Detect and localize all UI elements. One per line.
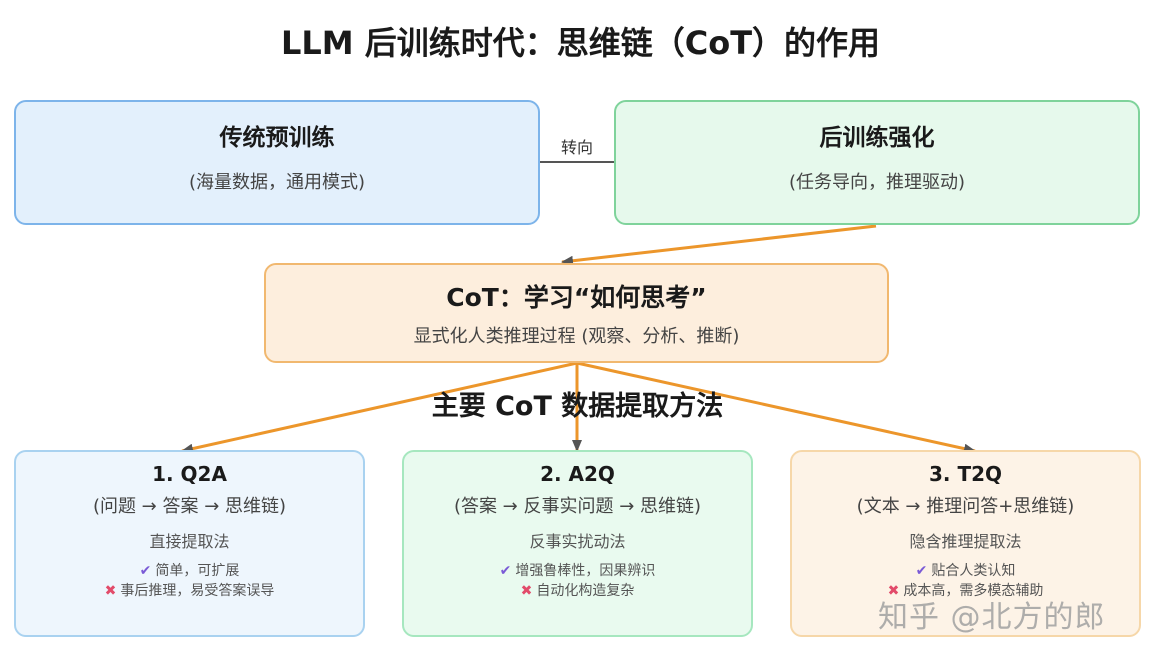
posttrain-box: 后训练强化 (任务导向，推理驱动) xyxy=(614,100,1140,225)
method-con-text: 成本高，需多模态辅助 xyxy=(903,583,1044,599)
pretrain-title: 传统预训练 xyxy=(219,125,335,151)
method-title: 2. A2Q xyxy=(540,462,615,486)
cross-icon: ✖ xyxy=(887,583,900,599)
watermark: 知乎 @北方的郎 xyxy=(878,600,1106,635)
posttrain-title: 后训练强化 xyxy=(819,125,935,151)
pretrain-box: 传统预训练 (海量数据，通用模式) xyxy=(14,100,540,225)
method-pro: ✔增强鲁棒性，因果辨识 xyxy=(404,561,751,581)
arrow-cot-to-t2q xyxy=(576,361,976,454)
arrow-cot-to-q2a xyxy=(181,361,578,454)
transition-label: 转向 xyxy=(560,138,593,157)
cot-subtitle: 显式化人类推理过程 (观察、分析、推断) xyxy=(413,326,740,347)
check-icon: ✔ xyxy=(139,563,152,579)
method-card-a2q: 2. A2Q (答案 → 反事实问题 → 思维链) 反事实扰动法 ✔增强鲁棒性，… xyxy=(402,450,753,637)
method-pro: ✔简单，可扩展 xyxy=(16,561,363,581)
pretrain-subtitle: (海量数据，通用模式) xyxy=(188,172,366,193)
cot-title: CoT：学习“如何思考” xyxy=(446,283,707,312)
method-flow: (答案 → 反事实问题 → 思维链) xyxy=(453,496,702,517)
method-pro: ✔贴合人类认知 xyxy=(792,561,1139,581)
method-pro-text: 增强鲁棒性，因果辨识 xyxy=(515,563,656,579)
method-card-q2a: 1. Q2A (问题 → 答案 → 思维链) 直接提取法 ✔简单，可扩展 ✖事后… xyxy=(14,450,365,637)
section-title: 主要 CoT 数据提取方法 xyxy=(431,391,724,422)
cross-icon: ✖ xyxy=(520,583,533,599)
method-con: ✖自动化构造复杂 xyxy=(404,581,751,601)
method-kind: 直接提取法 xyxy=(149,532,230,551)
check-icon: ✔ xyxy=(499,563,512,579)
cross-icon: ✖ xyxy=(104,583,117,599)
method-title: 3. T2Q xyxy=(928,462,1003,486)
method-flow: (文本 → 推理问答+思维链) xyxy=(856,496,1075,517)
method-kind: 隐含推理提取法 xyxy=(909,532,1022,551)
diagram-title: LLM 后训练时代：思维链（CoT）的作用 xyxy=(280,24,881,62)
method-flow: (问题 → 答案 → 思维链) xyxy=(92,496,287,517)
cot-box: CoT：学习“如何思考” 显式化人类推理过程 (观察、分析、推断) xyxy=(264,263,889,363)
method-con-text: 事后推理，易受答案误导 xyxy=(120,583,275,599)
method-card-t2q: 3. T2Q (文本 → 推理问答+思维链) 隐含推理提取法 ✔贴合人类认知 ✖… xyxy=(790,450,1141,637)
method-pro-text: 简单，可扩展 xyxy=(155,563,240,579)
method-con-text: 自动化构造复杂 xyxy=(536,583,635,599)
method-con: ✖事后推理，易受答案误导 xyxy=(16,581,363,601)
check-icon: ✔ xyxy=(915,563,928,579)
method-kind: 反事实扰动法 xyxy=(529,532,626,551)
posttrain-subtitle: (任务导向，推理驱动) xyxy=(788,172,966,193)
method-title: 1. Q2A xyxy=(152,462,227,486)
method-con: ✖成本高，需多模态辅助 xyxy=(792,581,1139,601)
method-pro-text: 贴合人类认知 xyxy=(931,563,1016,579)
arrow-posttrain-to-cot xyxy=(561,224,877,266)
